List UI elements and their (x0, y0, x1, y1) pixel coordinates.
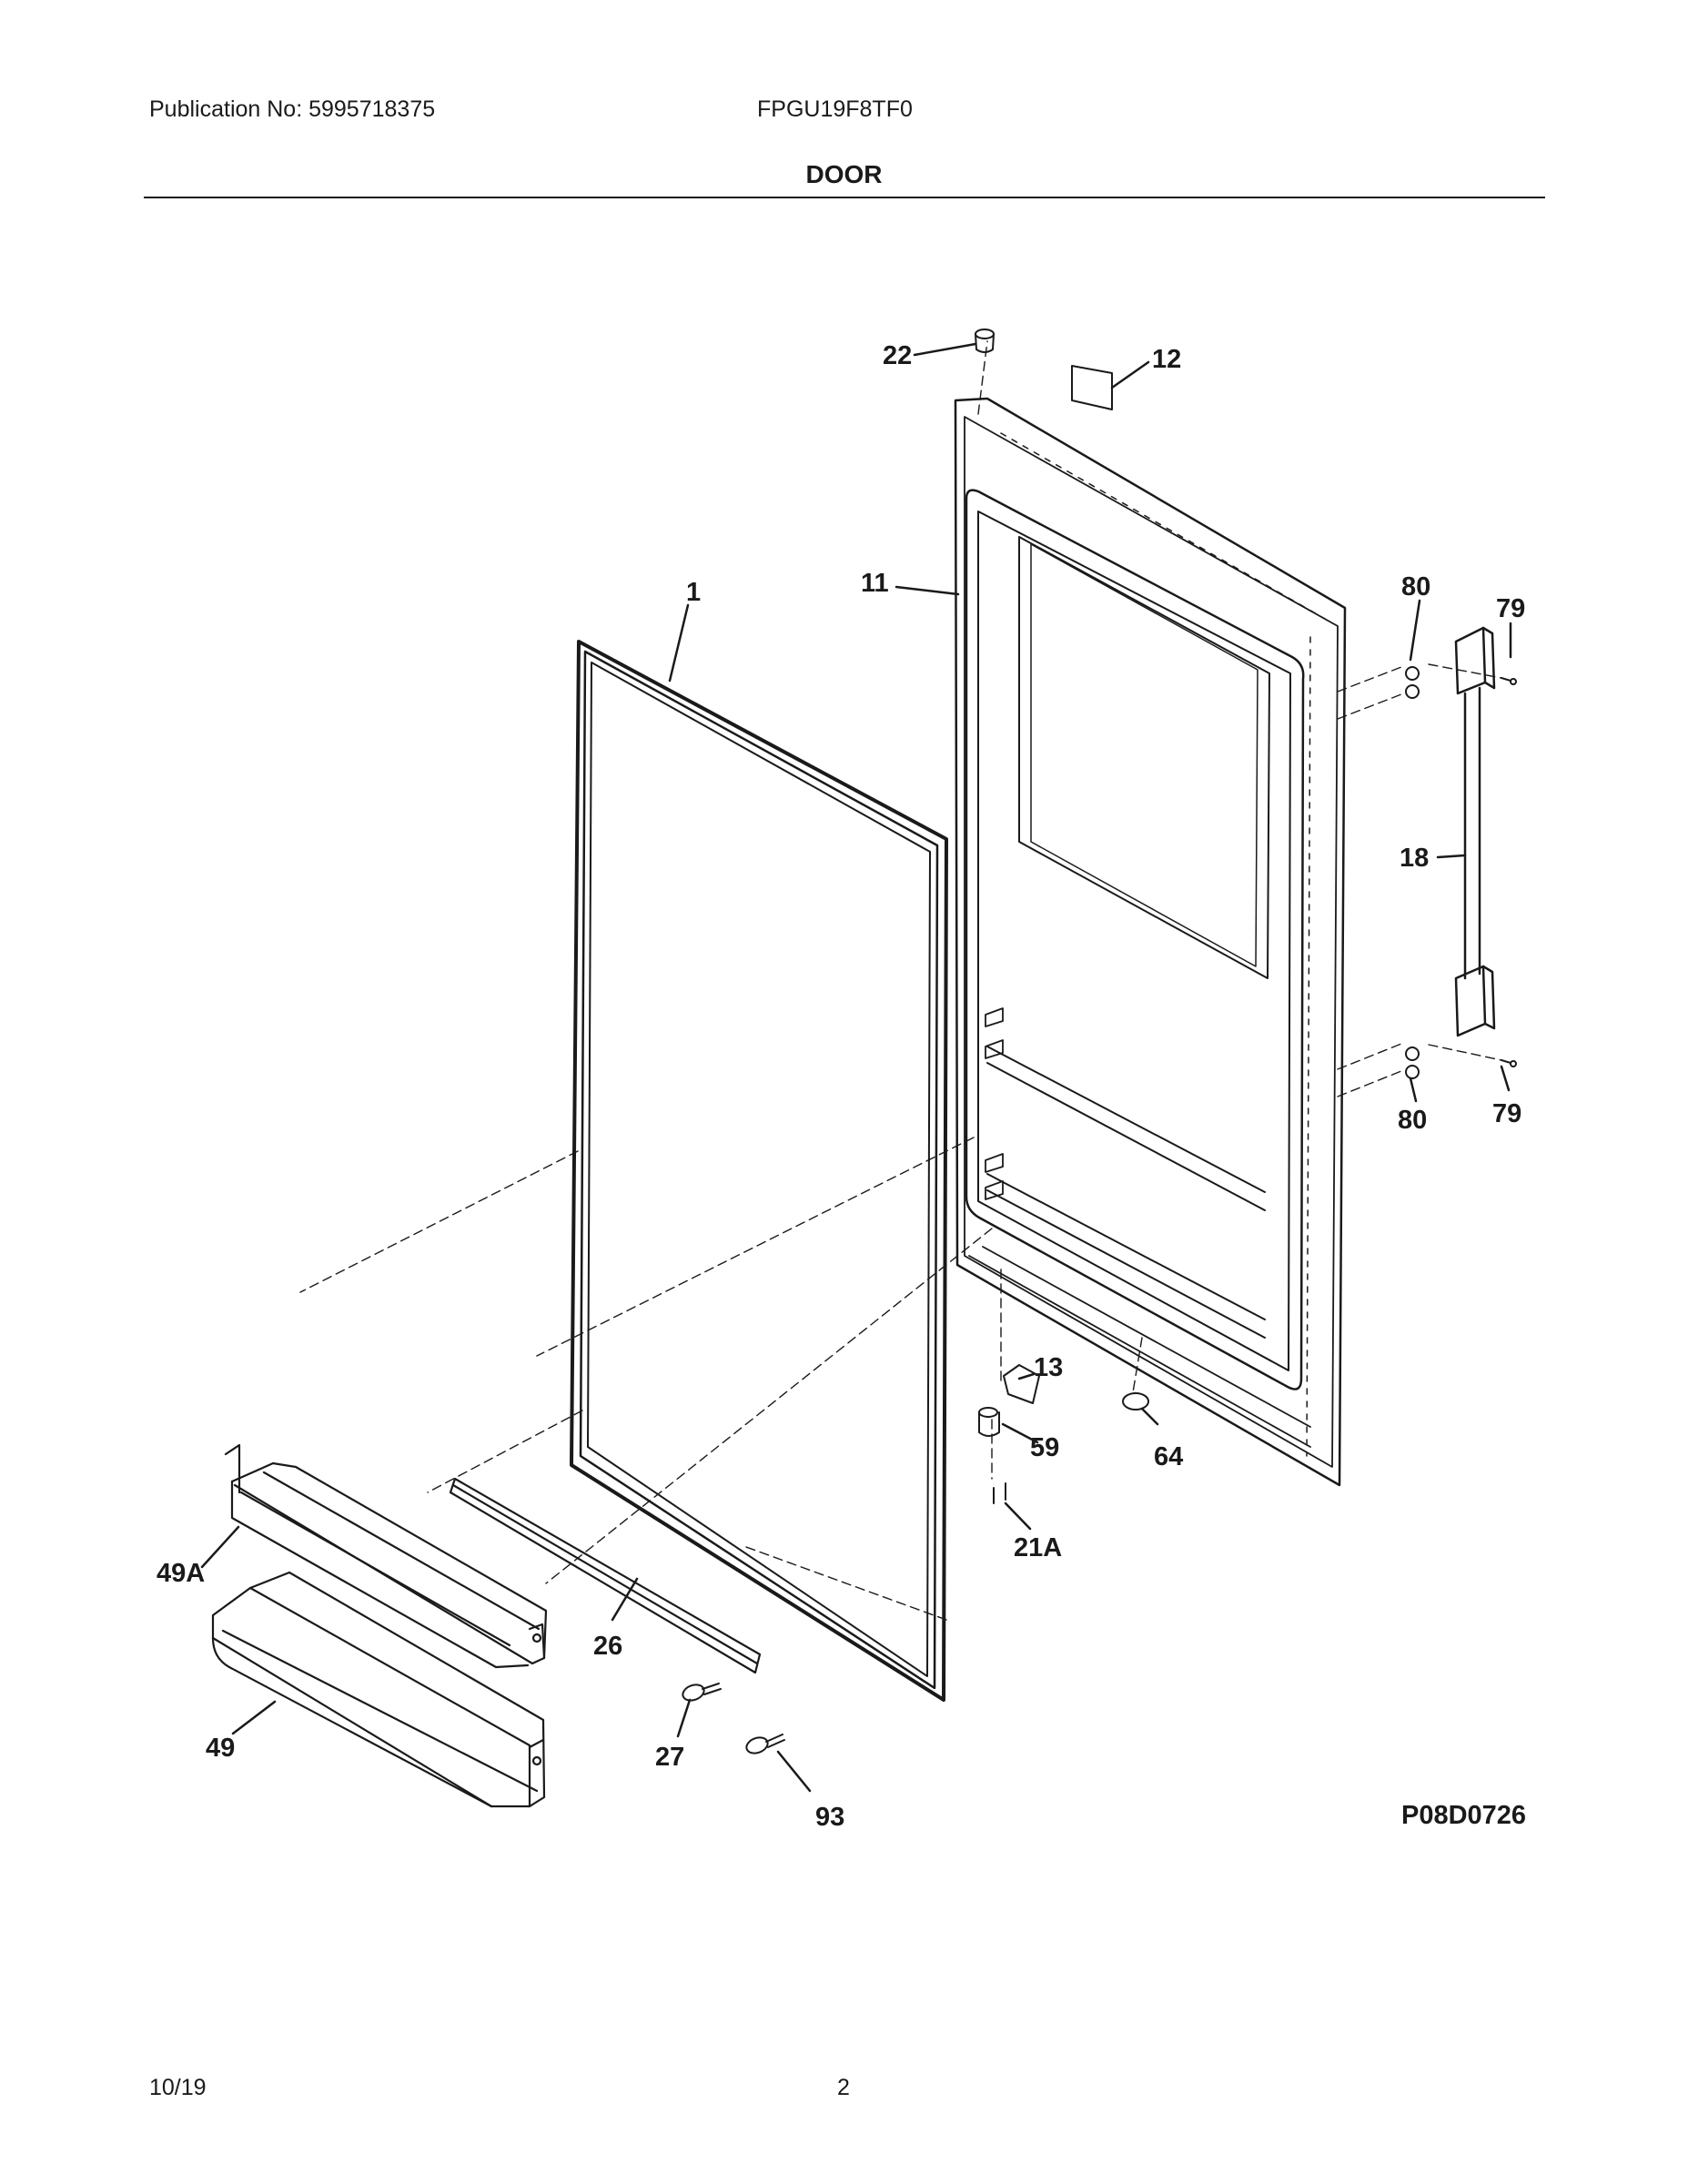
part-label-13: 13 (1034, 1353, 1063, 1382)
door-handle-part-18 (1454, 626, 1496, 1037)
part-label-49A: 49A (157, 1559, 205, 1588)
diagram-reference-code: P08D0726 (1401, 1801, 1526, 1830)
push-pin-part-27 (682, 1683, 722, 1702)
hinge-bracket-part-13 (1003, 1364, 1040, 1404)
part-label-79-top: 79 (1496, 594, 1525, 623)
handle-screw-part-79-bottom (1501, 1059, 1517, 1067)
part-label-1: 1 (686, 578, 701, 607)
handle-screw-part-79-top (1501, 677, 1517, 685)
hinge-pin-part-59 (978, 1407, 1000, 1437)
door-liner-part-11 (954, 397, 1347, 1487)
door-bin-part-49 (211, 1571, 546, 1808)
handle-fastener-part-80-bottom (1405, 1046, 1420, 1079)
header-divider (144, 197, 1545, 198)
part-label-59: 59 (1030, 1433, 1059, 1462)
publication-date: 10/19 (149, 2075, 207, 2100)
screw-part-21A (993, 1482, 1006, 1504)
part-label-18: 18 (1400, 844, 1429, 873)
trim-strip-part-26 (449, 1477, 762, 1674)
part-label-11: 11 (861, 569, 889, 598)
label-part-12 (1071, 365, 1113, 410)
door-bin-part-49A (224, 1443, 548, 1669)
assembly-guide-lines (299, 340, 1502, 1621)
part-label-12: 12 (1152, 345, 1181, 374)
part-label-21A: 21A (1014, 1533, 1062, 1562)
part-label-22: 22 (883, 341, 912, 370)
door-gasket-part-1 (570, 640, 948, 1702)
plug-part-22 (975, 329, 995, 353)
part-number-callouts: 22 12 1 11 80 79 18 80 79 13 59 64 21A 4… (157, 341, 1526, 1832)
model-number: FPGU19F8TF0 (757, 96, 913, 122)
part-label-27: 27 (655, 1743, 684, 1772)
push-pin-part-93 (745, 1734, 785, 1754)
handle-fastener-part-80-top (1405, 666, 1420, 699)
part-label-93: 93 (815, 1803, 844, 1832)
page-number: 2 (837, 2075, 850, 2100)
part-label-26: 26 (593, 1632, 622, 1661)
part-label-80-bottom: 80 (1398, 1106, 1427, 1135)
publication-number: Publication No: 5995718375 (149, 96, 436, 122)
section-title: DOOR (805, 160, 883, 188)
cap-part-64 (1122, 1392, 1149, 1410)
part-label-80-top: 80 (1401, 572, 1430, 602)
leader-lines (200, 342, 1512, 1793)
part-label-64: 64 (1154, 1442, 1183, 1471)
part-label-79-bottom: 79 (1492, 1099, 1521, 1128)
part-label-49: 49 (206, 1734, 235, 1763)
